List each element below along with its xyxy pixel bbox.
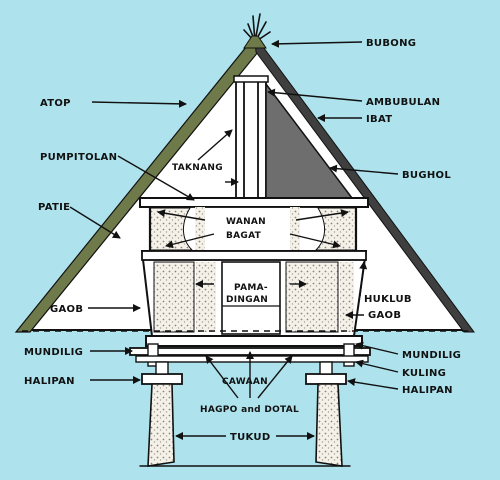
label-huklub: HUKLUB <box>364 294 412 305</box>
label-tukud: TUKUD <box>230 432 270 443</box>
label-pumpitolan: PUMPITOLAN <box>40 152 117 163</box>
upper-frame <box>139 197 369 253</box>
label-pama: PAMA- <box>234 283 268 293</box>
label-gaob-right: GAOB <box>368 310 401 321</box>
label-dingan: DINGAN <box>226 295 268 305</box>
halipan-disk-right <box>305 373 347 385</box>
posts <box>139 361 351 467</box>
bughol-panel <box>265 81 354 199</box>
ridge-tuft <box>243 13 271 49</box>
label-bughol: BUGHOL <box>402 170 451 181</box>
label-kulling: KULING <box>402 368 446 379</box>
tukud-post-right <box>315 383 343 467</box>
label-gaob-left: GAOB <box>50 304 83 315</box>
label-patie: PATIE <box>38 202 70 213</box>
halipan-disk-left <box>141 373 183 385</box>
door-frame <box>221 261 281 335</box>
main-body <box>140 250 368 337</box>
labels: BUBONG ATOP AMBUBULAN IBAT PUMPITOLAN TA… <box>24 38 461 443</box>
pointer-lines <box>69 39 399 440</box>
label-ambubulan: AMBUBULAN <box>366 97 440 108</box>
label-atop: ATOP <box>40 98 71 109</box>
label-halipan-right: HALIPAN <box>402 385 453 396</box>
label-bubong: BUBONG <box>366 38 416 49</box>
label-cawaan: CAWAAN <box>222 377 268 387</box>
label-hagpo-dotal: HAGPO and DOTAL <box>200 405 299 415</box>
label-mundilig-right: MUNDILIG <box>402 350 461 361</box>
label-halipan-left: HALIPAN <box>24 376 75 387</box>
label-mundilig-left: MUNDILIG <box>24 347 83 358</box>
label-ibat: IBAT <box>366 114 392 125</box>
label-bagat: BAGAT <box>226 231 262 241</box>
label-wanan: WANAN <box>226 217 266 227</box>
tukud-post-left <box>147 383 175 467</box>
label-taknang: TAKNANG <box>172 163 223 173</box>
